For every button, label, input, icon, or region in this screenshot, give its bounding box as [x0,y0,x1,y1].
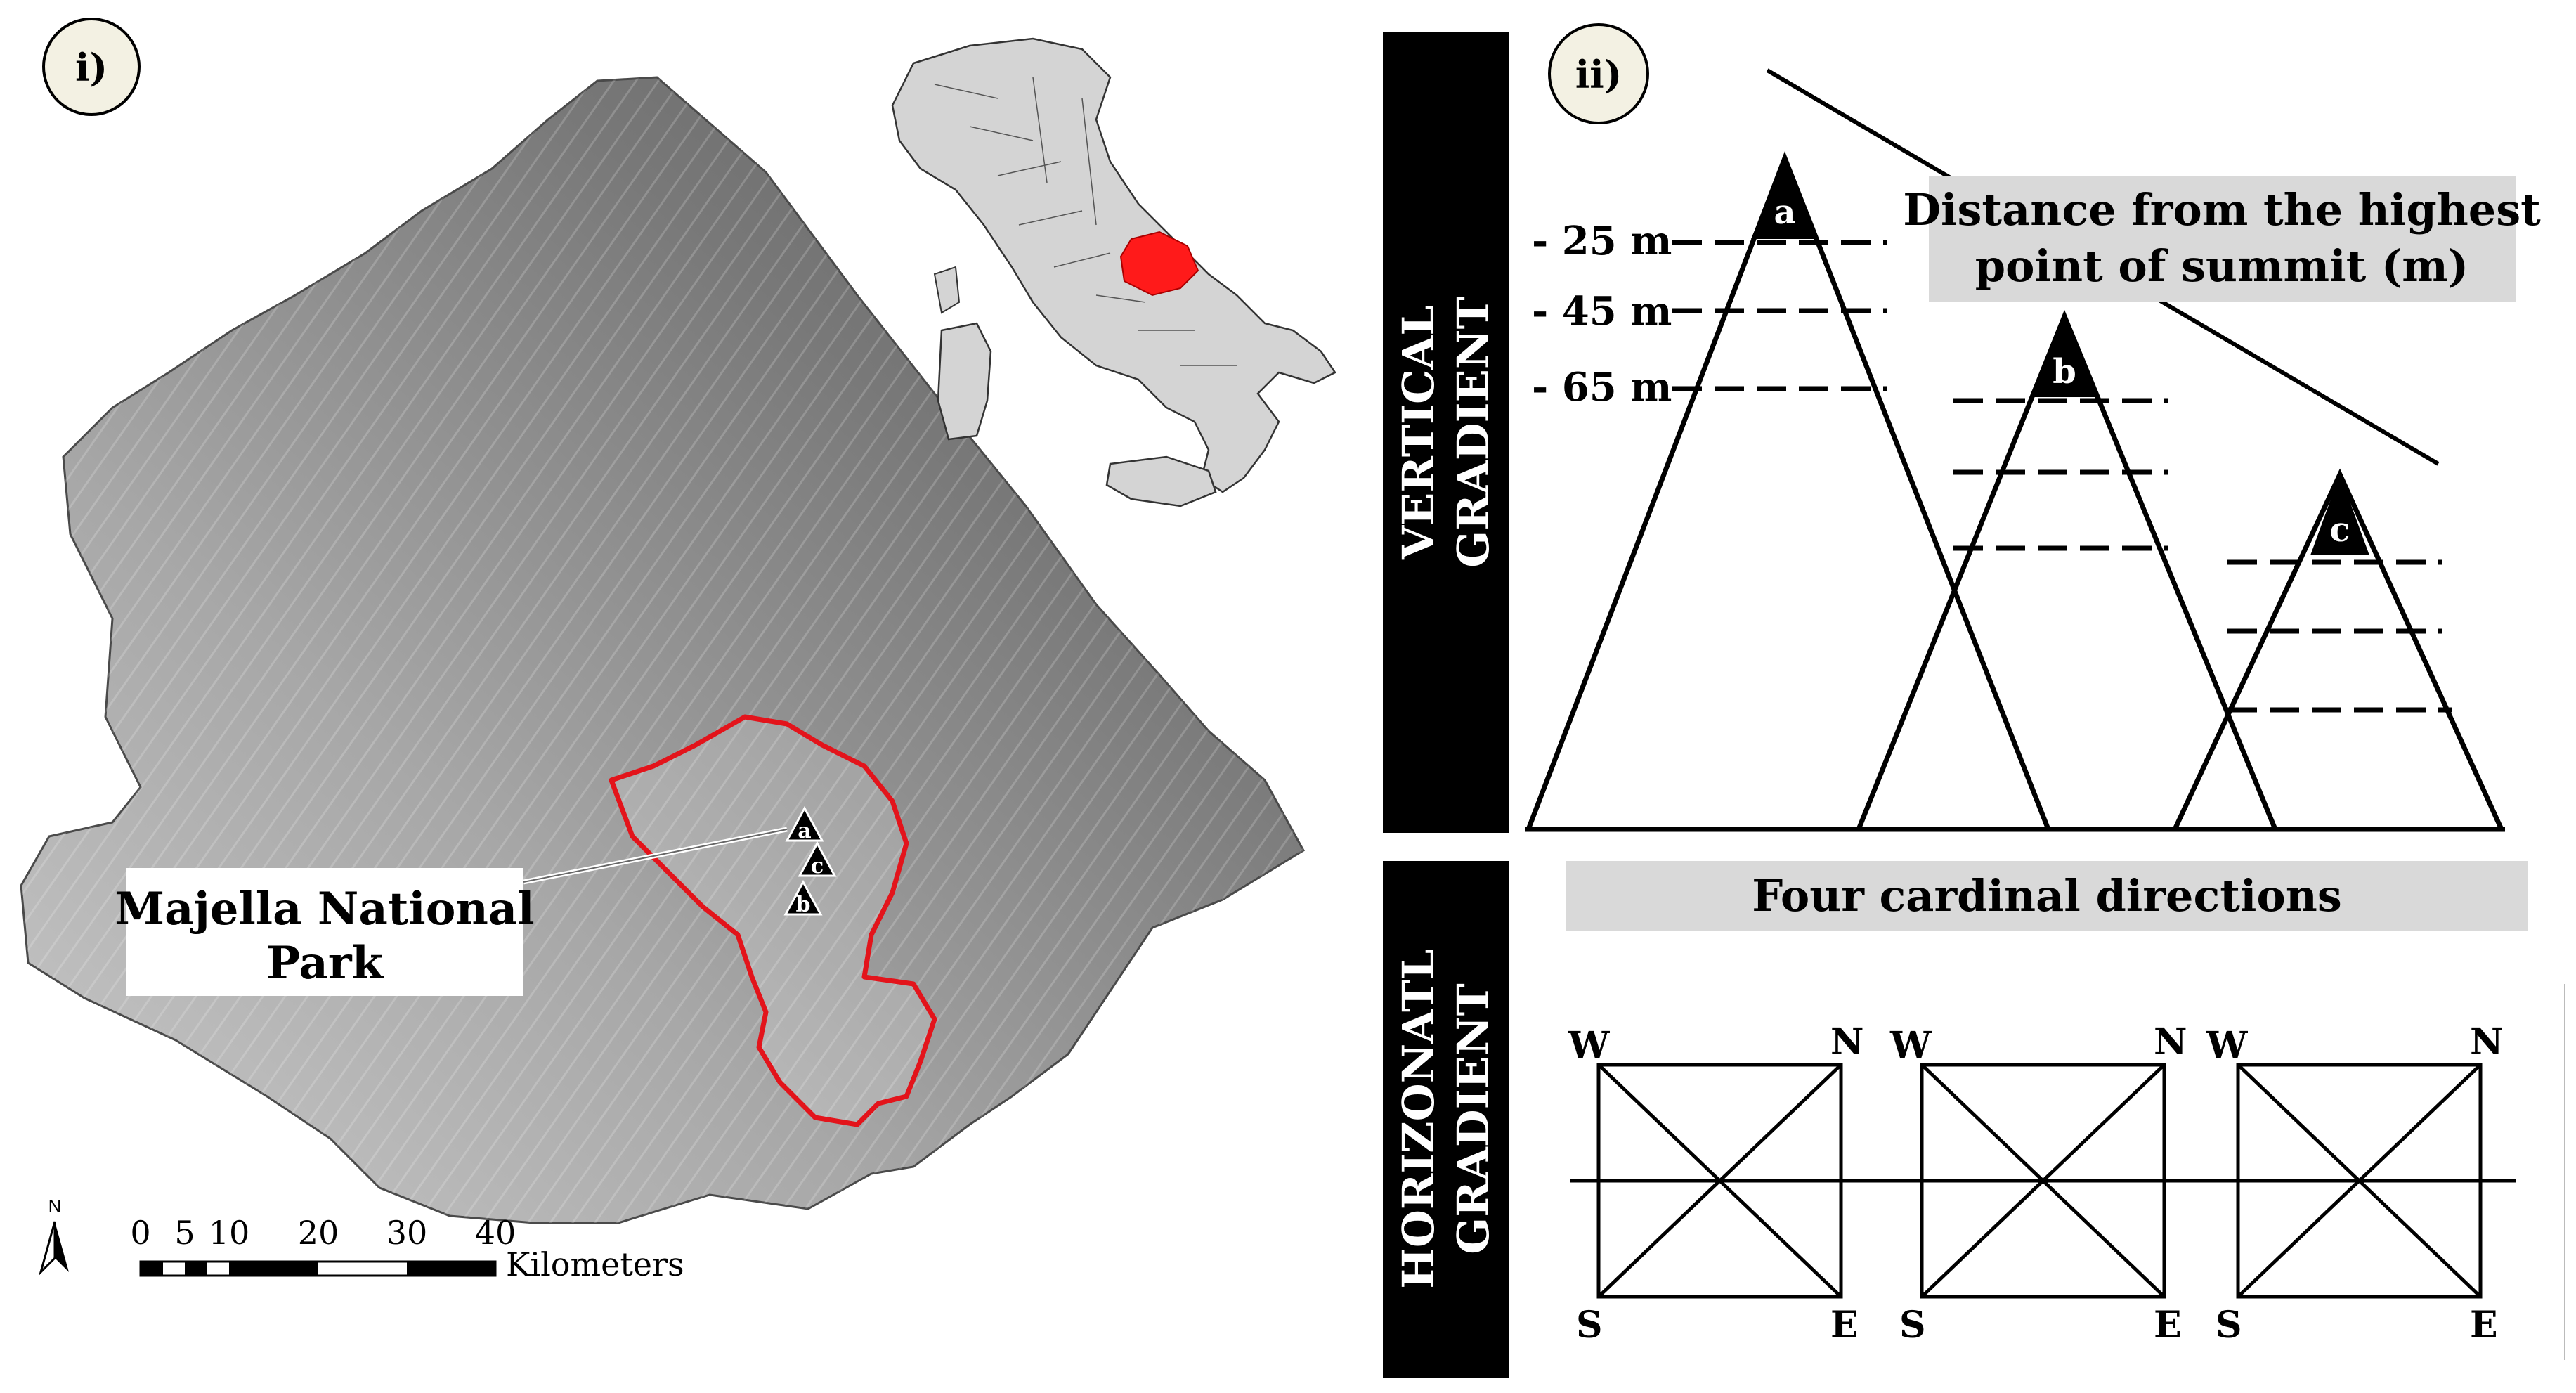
svg-text:40: 40 [475,1214,516,1252]
italy-inset-map [891,37,1336,507]
north-arrow-icon: N [39,1196,69,1276]
mountain-c: c [2172,468,2504,831]
svg-text:E: E [1830,1304,1859,1347]
panel-ii-badge [1548,23,1649,124]
panel-i-badge [42,18,141,116]
svg-text:10: 10 [209,1214,250,1252]
svg-text:Four cardinal directions: Four cardinal directions [1752,870,2341,921]
svg-text:S: S [1899,1304,1926,1347]
svg-text:S: S [1576,1304,1603,1347]
svg-text:N: N [1830,1021,1864,1063]
depth-label-45: - 45 m [1532,288,1672,335]
mountain-a: a [1526,151,2051,831]
scale-bar: 0 5 10 20 30 40 Kilometers [130,1214,684,1283]
svg-text:GRADIENT: GRADIENT [1448,297,1499,567]
summit-marker-a: a [785,805,824,843]
svg-text:N: N [2154,1021,2187,1063]
svg-text:Distance from the highest: Distance from the highest [1903,184,2541,235]
svg-text:c: c [811,854,824,879]
horizontal-gradient-bar [1383,861,1509,1378]
svg-text:20: 20 [298,1214,339,1252]
park-label-line1: Majella National [115,883,534,935]
svg-text:c: c [2329,510,2350,550]
svg-text:GRADIENT: GRADIENT [1448,983,1499,1254]
svg-text:b: b [2053,352,2076,391]
svg-text:E: E [2470,1304,2498,1347]
abruzzo-highlight [1119,231,1199,297]
svg-text:30: 30 [386,1214,428,1252]
summit-marker-c: c [798,841,837,879]
svg-text:a: a [798,819,811,843]
svg-text:b: b [796,893,811,917]
panel-ii: VERTICAL GRADIENT HORIZONATL GRADIENT ii… [1383,23,2565,1378]
svg-text:a: a [1774,193,1795,232]
svg-text:W: W [1568,1024,1611,1067]
svg-text:5: 5 [174,1214,195,1252]
svg-text:W: W [2206,1024,2249,1067]
park-label-line2: Park [266,937,384,990]
cardinal-square-3 [2236,1063,2483,1299]
mountain-b: b [1856,309,2278,831]
svg-text:VERTICAL: VERTICAL [1393,305,1444,560]
cardinal-labels: W N S E W N S E W N S E [1568,1021,2504,1347]
svg-text:S: S [2216,1304,2242,1347]
vertical-gradient-bar [1383,32,1509,833]
cardinal-square-2 [1920,1063,2166,1299]
svg-text:HORIZONATL: HORIZONATL [1393,949,1444,1289]
depth-label-25: - 25 m [1532,218,1672,264]
depth-lines [1672,240,2452,713]
park-label-box [126,868,523,996]
svg-text:0: 0 [130,1214,150,1252]
majella-park-outline [609,714,937,1127]
svg-text:E: E [2154,1304,2182,1347]
panel-i: a c b Majella National Park i [20,18,1336,1283]
svg-text:i): i) [75,45,108,90]
depth-label-65: - 65 m [1532,364,1672,410]
cardinal-square-1 [1596,1063,1843,1299]
distance-label-box [1929,176,2516,302]
cardinal-title-box [1566,861,2528,931]
svg-text:point of summit (m): point of summit (m) [1975,240,2468,292]
svg-text:Kilometers: Kilometers [506,1245,684,1283]
svg-text:N: N [2470,1021,2504,1063]
svg-text:W: W [1889,1024,1932,1067]
svg-text:ii): ii) [1575,52,1622,97]
svg-text:N: N [48,1196,62,1217]
summit-marker-b: b [783,879,823,917]
